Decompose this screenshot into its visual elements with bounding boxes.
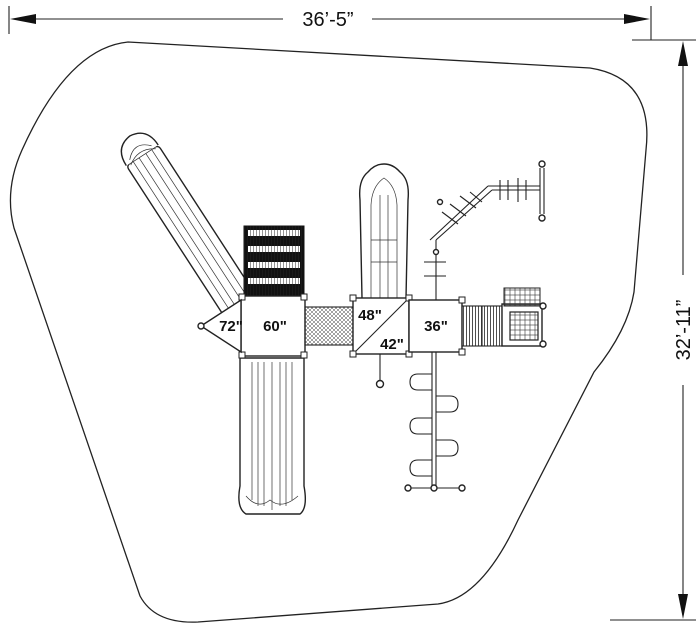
arrow-up-icon [678, 41, 688, 66]
fire-pole [375, 354, 385, 389]
arrow-left-icon [10, 14, 36, 24]
deck-42-label: 42" [380, 336, 404, 353]
height-label: 32’-11” [673, 300, 695, 361]
loop-ladder [404, 352, 466, 492]
angled-slide [120, 132, 256, 316]
double-slide [238, 357, 307, 515]
deck-60-label: 60" [263, 318, 287, 335]
play-panel [501, 287, 547, 348]
height-dimension: 32’-11” [610, 39, 696, 621]
deck-48-42-platform: 48" 42" [349, 294, 413, 358]
arrow-down-icon [678, 594, 688, 619]
bridge-right [461, 305, 503, 347]
deck-48-label: 48" [358, 307, 382, 324]
straight-slide [358, 163, 410, 299]
deck-36-label: 36" [424, 318, 448, 335]
deck-72-label: 72" [219, 318, 243, 335]
deck-36-platform: 36" [408, 296, 466, 356]
width-label: 36’-5” [302, 9, 353, 31]
bridge-left [304, 306, 354, 346]
deck-72-platform: 72" [197, 298, 243, 354]
use-zone-boundary [9, 41, 648, 623]
overhead-ladder [424, 160, 546, 300]
arrow-right-icon [624, 14, 650, 24]
width-dimension: 36’-5” [8, 6, 652, 40]
climbing-wall [243, 225, 305, 304]
deck-60-platform: 60" [238, 293, 308, 359]
